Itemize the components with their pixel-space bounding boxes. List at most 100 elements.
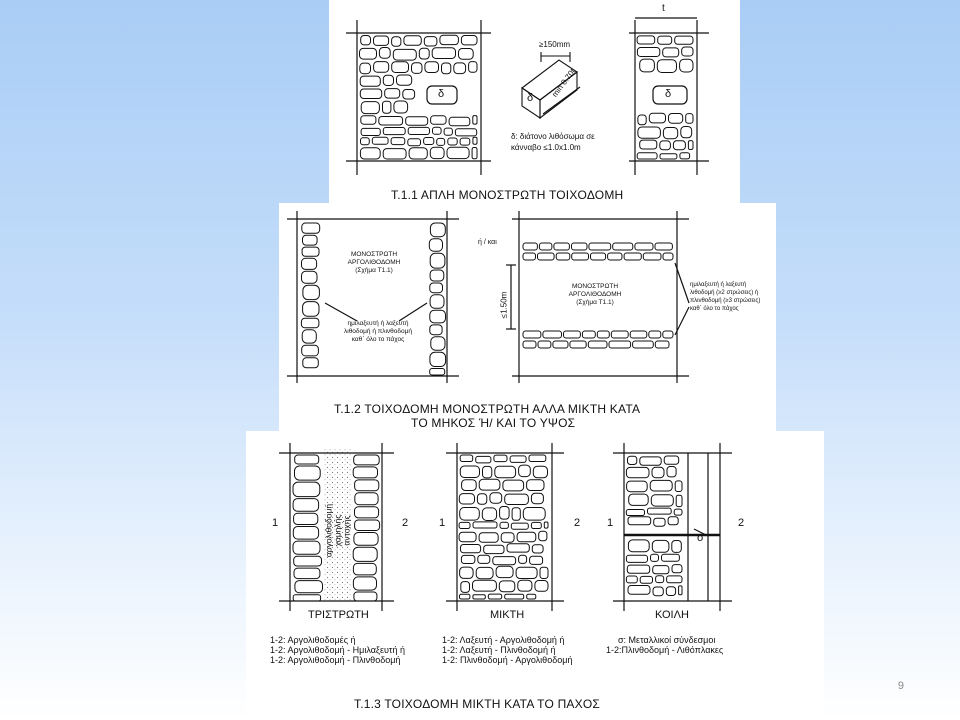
stone — [531, 544, 544, 554]
left-center-line-1: ΜΟΝΟΣΤΡΩΤΗ — [350, 251, 398, 258]
right-center-line-1: ΜΟΝΟΣΤΡΩΤΗ — [571, 283, 619, 290]
stone — [679, 152, 691, 160]
stone — [429, 324, 443, 336]
stone — [441, 62, 452, 75]
stone — [359, 62, 371, 75]
right-center-line-2: ΑΡΓΟΛΙΘΟΔΟΜΗ — [568, 291, 622, 298]
stone — [687, 140, 694, 151]
stone — [448, 116, 471, 127]
stone — [293, 512, 319, 526]
stone — [534, 580, 549, 592]
stone — [424, 61, 440, 73]
right-center-title: ΜΟΝΟΣΤΡΩΤΗ ΑΡΓΟΛΙΘΟΔΟΜΗ (Σχήμα Τ1.1) — [555, 283, 635, 307]
stones-cavity — [625, 455, 683, 597]
delta-label-block: δ — [527, 92, 534, 104]
stone — [672, 140, 686, 151]
stone — [477, 554, 491, 564]
legend-c-line-2: 1-2:Πλινθοδομή - Λιθόπλακες — [606, 645, 724, 655]
stone — [629, 330, 648, 339]
right-note-line-4: καθ΄ όλο το πάχος — [690, 306, 739, 312]
stone — [666, 466, 677, 478]
stones-elevation — [359, 34, 478, 160]
stone — [459, 507, 480, 521]
stone — [292, 594, 322, 602]
stone — [360, 115, 377, 125]
stone — [292, 481, 321, 498]
stone — [489, 492, 503, 504]
stone — [458, 48, 474, 60]
stone — [651, 466, 665, 479]
page-number: 9 — [897, 680, 904, 692]
stone — [608, 340, 632, 349]
stone — [652, 565, 670, 575]
stone — [518, 464, 531, 478]
stone — [471, 147, 478, 160]
stone — [588, 242, 612, 251]
stone — [459, 593, 471, 600]
caption-t12-line-2: ΤΟ ΜΗΚΟΣ Ή/ ΚΑΙ ΤΟ ΥΨΟΣ — [411, 416, 576, 430]
dressed-courses-right — [522, 242, 674, 349]
stone — [651, 539, 670, 553]
stone — [538, 242, 553, 251]
stone — [428, 238, 444, 252]
stone — [596, 330, 610, 339]
stone — [352, 576, 378, 591]
stone — [353, 532, 379, 546]
sigma-label: σ — [697, 532, 704, 544]
stone — [407, 126, 430, 136]
stone — [447, 137, 458, 146]
stone — [460, 581, 471, 593]
stone — [539, 566, 549, 579]
stone — [587, 340, 608, 349]
right-note-line-2: λιθοδομή (≥2 στρώσεις) ή — [690, 290, 759, 296]
stone — [517, 579, 533, 592]
drawing-mixed-single-layer — [287, 211, 690, 383]
left-center-line-3: (Σχήμα Τ1.1) — [355, 267, 393, 274]
stone — [481, 507, 498, 522]
stone — [460, 544, 482, 554]
stone — [459, 465, 481, 478]
stone — [468, 61, 478, 73]
stone — [499, 506, 510, 520]
stone — [431, 47, 456, 59]
stone — [498, 580, 516, 593]
stone — [436, 137, 446, 146]
stone — [292, 540, 321, 555]
type-three-leaf: ΤΡΙΣΤΡΩΤΗ — [308, 609, 369, 621]
stone — [542, 330, 562, 339]
left-center-line-2: ΑΡΓΟΛΙΘΟΔΟΜΗ — [347, 259, 401, 266]
stone — [396, 74, 413, 86]
caption-t13: Τ.1.3 ΤΟΙΧΟΔΟΜΗ ΜΙΚΤΗ ΚΑΤΑ ΤΟ ΠΑΧΟΣ — [354, 697, 600, 711]
stone — [429, 309, 447, 324]
stones-mixed — [458, 454, 549, 600]
legend-cavity: σ: Μεταλλικοί σύνδεσμοι 1-2:Πλινθοδομή -… — [606, 635, 723, 655]
core-text-line-3: αντοχής — [341, 515, 352, 546]
thickness-label: t — [662, 3, 665, 14]
stone — [674, 480, 683, 493]
stone — [627, 539, 650, 553]
stone — [302, 234, 318, 246]
core-text: αργολιθοδομή χαμηλής αντοχής — [324, 501, 352, 561]
stone — [671, 564, 683, 574]
stone — [460, 554, 476, 565]
legend-b-line-3: 1-2: Πλινθοδομή - Αργολιθοδομή — [442, 655, 573, 665]
stone — [528, 454, 547, 462]
stone — [623, 252, 642, 261]
stone — [423, 137, 435, 145]
stone — [500, 532, 515, 543]
stone — [458, 531, 477, 543]
stone — [354, 479, 380, 492]
stone — [649, 479, 673, 492]
stone — [373, 35, 390, 46]
stone — [522, 252, 536, 261]
face-2-cavity: 2 — [738, 517, 745, 529]
stone — [625, 554, 648, 563]
stone — [493, 454, 508, 463]
panel-simple-single-layer: δ δ δ ≥150mm min 0.70t δ: διάτονο λιθόσω… — [329, 0, 740, 210]
stone — [537, 340, 552, 349]
stone — [581, 330, 596, 339]
stone — [391, 61, 409, 73]
face-1-mixed: 1 — [439, 517, 446, 529]
stone — [294, 465, 321, 481]
stone — [446, 146, 470, 160]
